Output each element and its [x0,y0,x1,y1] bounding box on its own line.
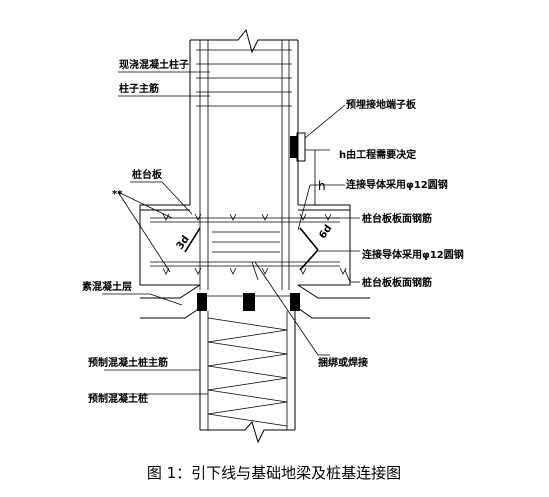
label-pile-cap: 桩台板 [132,168,163,181]
label-connector-mid: 连接导体采用φ12圆钢 [362,248,464,261]
label-connector-top: 连接导体采用φ12圆钢 [346,178,448,191]
label-embedded-plate: 预埋接地端子板 [346,98,417,111]
label-h-decided: h由工程需要决定 [339,148,416,161]
label-plain-concrete: 素混凝土层 [82,280,132,293]
label-precast-pile: 预制混凝土桩 [88,392,148,405]
label-tie-or-weld: 捆绑或焊接 [318,356,368,369]
label-precast-pile-rebar: 预制混凝土桩主筋 [88,356,168,369]
dimension-right: 6d [317,223,334,241]
label-cap-top-rebar: 桩台板板面钢筋 [362,212,432,225]
embedded-grounding-plate [290,132,330,206]
label-cast-column: 现浇混凝土柱子 [119,58,189,71]
pile-head-connection-blocks [197,293,300,311]
diagram-labels: 现浇混凝土柱子 柱子主筋 预埋接地端子板 h由工程需要决定 h 桩台板 连接导体… [82,58,464,405]
precast-pile [199,311,296,444]
cast-in-place-column [189,28,299,215]
leader-lines [102,71,360,395]
plain-concrete-layer [140,284,370,319]
label-h-symbol: h [318,179,326,193]
label-cap-bottom-rebar: 桩台板板面钢筋 [362,276,432,289]
dimension-left: 3d [175,234,192,252]
label-column-main-rebar: 柱子主筋 [119,82,159,95]
figure-caption: 图 1：引下线与基础地梁及桩基连接图 [147,464,401,482]
label-star-marks: ** [112,189,123,200]
